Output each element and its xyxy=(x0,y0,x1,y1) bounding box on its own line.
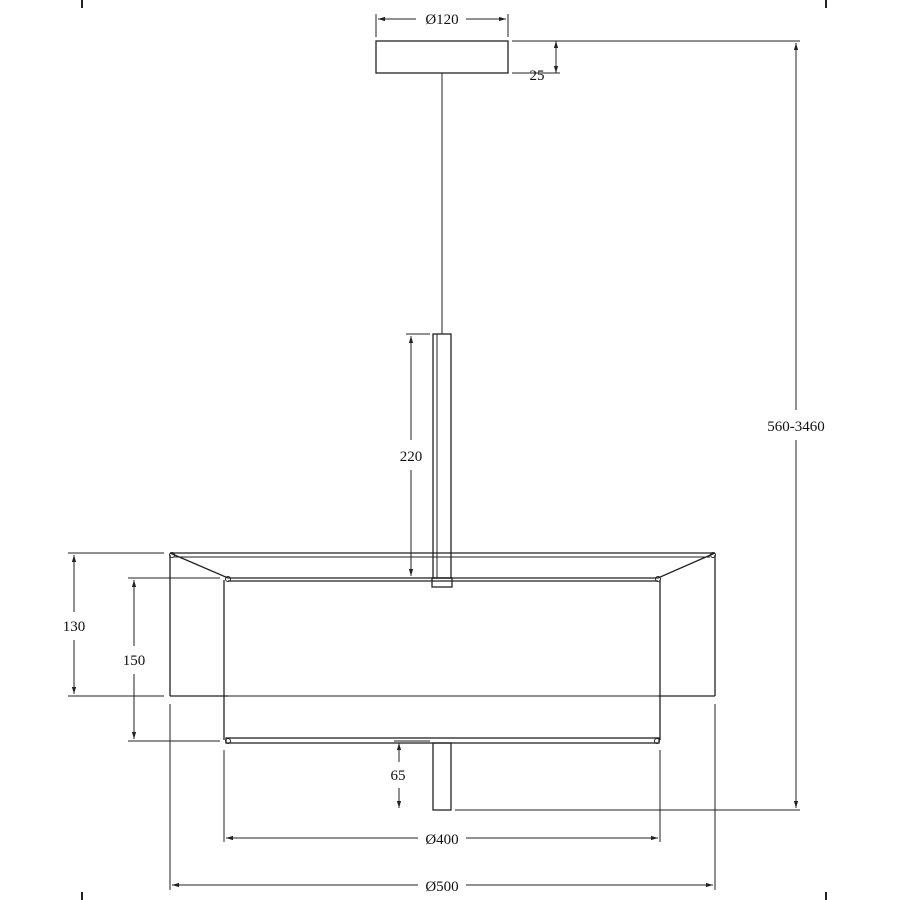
dim-bottom-finial: 65 xyxy=(391,743,406,808)
dim-outer-shade-height: 130 xyxy=(63,555,86,694)
bottom-finial xyxy=(432,742,452,811)
label-overall-height: 560-3460 xyxy=(767,419,825,435)
outer-shade xyxy=(169,555,716,697)
label-stem-length: 220 xyxy=(400,449,423,465)
corner-marks xyxy=(81,0,827,900)
inner-shade xyxy=(223,580,661,744)
extension-lines xyxy=(68,14,800,890)
dim-canopy-diameter: Ø120 xyxy=(378,12,506,28)
top-diffuser xyxy=(169,552,716,582)
label-outer-diameter: Ø500 xyxy=(425,879,458,895)
dim-inner-shade-height: 150 xyxy=(123,580,146,739)
label-inner-diameter: Ø400 xyxy=(425,832,458,848)
dim-overall-height: 560-3460 xyxy=(767,43,825,808)
label-canopy-height: 25 xyxy=(530,68,545,84)
stem-tube xyxy=(432,333,452,579)
dim-outer-diameter: Ø500 xyxy=(172,879,713,895)
ceiling-canopy xyxy=(375,40,509,74)
dim-inner-diameter: Ø400 xyxy=(226,832,658,848)
label-inner-shade-height: 150 xyxy=(123,653,146,669)
diffuser-connector xyxy=(431,577,453,588)
label-outer-shade-height: 130 xyxy=(63,619,86,635)
dim-canopy-height: 25 xyxy=(530,41,559,84)
label-canopy-diameter: Ø120 xyxy=(425,12,458,28)
label-bottom-finial: 65 xyxy=(391,768,406,784)
dim-stem-length: 220 xyxy=(400,336,423,576)
